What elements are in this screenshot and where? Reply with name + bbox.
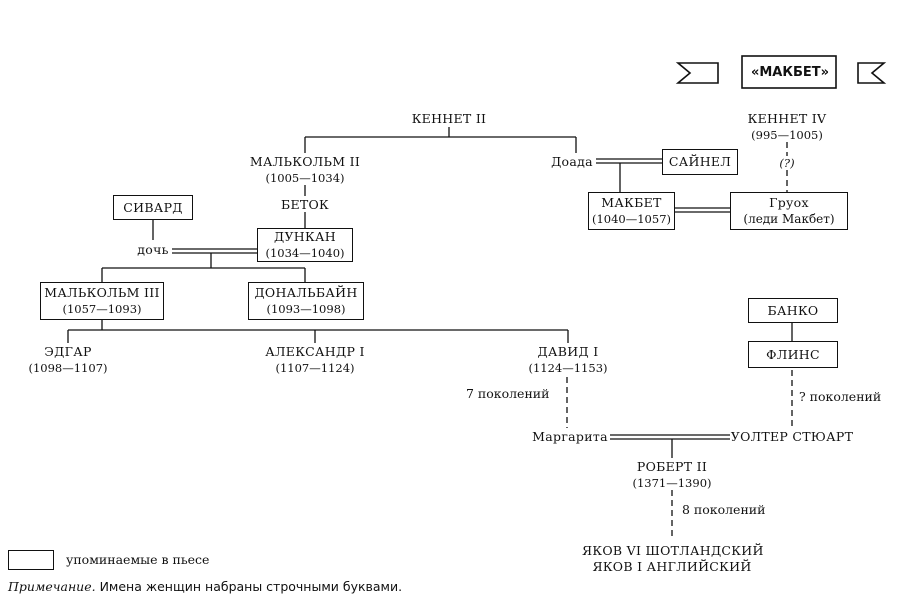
person-years: (1107—1124) <box>275 361 355 375</box>
generations-eight: 8 поколений <box>682 502 766 517</box>
person-years: (995—1005) <box>751 128 823 142</box>
person-title: ЯКОВ I АНГЛИЙСКИЙ <box>592 559 752 574</box>
person-betok: БЕТОК <box>275 197 335 213</box>
person-name: дочь <box>137 242 169 257</box>
person-macbeth: МАКБЕТ (1040—1057) <box>588 192 675 230</box>
person-name: БАНКО <box>767 302 819 318</box>
person-name: МАЛЬКОЛЬМ II <box>249 154 361 169</box>
person-name: КЕННЕТ IV <box>747 111 827 126</box>
person-years: (1371—1390) <box>632 476 712 490</box>
person-donalbain: ДОНАЛЬБАЙН (1093—1098) <box>248 282 364 320</box>
person-years: (1093—1098) <box>266 302 346 316</box>
person-name: ДАВИД I <box>537 344 599 359</box>
person-doada: Доада <box>546 154 598 170</box>
generations-seven: 7 поколений <box>466 386 550 401</box>
person-name: ФЛИНС <box>766 346 820 362</box>
legend-box-sample <box>8 550 54 570</box>
person-years: (1098—1107) <box>28 361 108 375</box>
person-malcolm-iii: МАЛЬКОЛЬМ III (1057—1093) <box>40 282 164 320</box>
person-name: РОБЕРТ II <box>636 459 708 474</box>
person-years: (1057—1093) <box>62 302 142 316</box>
person-gruoch: Груох (леди Макбет) <box>730 192 848 230</box>
person-years: (1034—1040) <box>265 246 345 260</box>
person-kenneth-ii: КЕННЕТ II <box>399 111 499 127</box>
person-years: (леди Макбет) <box>743 212 835 226</box>
person-name: БЕТОК <box>280 197 330 212</box>
person-walter-stewart: УОЛТЕР СТЮАРТ <box>730 429 854 445</box>
person-name: ДОНАЛЬБАЙН <box>254 285 358 300</box>
person-years: (1005—1034) <box>265 171 345 185</box>
person-years: (1040—1057) <box>591 212 671 226</box>
footnote: Примечание. Имена женщин набраны строчны… <box>8 579 402 594</box>
person-name: Доада <box>551 154 593 169</box>
person-doch: дочь <box>133 242 173 258</box>
person-years: (1124—1153) <box>528 361 608 375</box>
person-duncan: ДУНКАН (1034—1040) <box>257 228 353 262</box>
person-name: АЛЕКСАНДР I <box>265 344 365 359</box>
person-name: СИВАРД <box>123 199 183 215</box>
play-title-banner: «МАКБЕТ» <box>746 60 834 84</box>
legend-label: упоминаемые в пьесе <box>66 552 210 567</box>
person-banquo: БАНКО <box>748 298 838 323</box>
person-name: МАЛЬКОЛЬМ III <box>44 285 160 300</box>
uncertain-link-marker: (?) <box>770 155 804 171</box>
person-james-vi-i: ЯКОВ VI ШОТЛАНДСКИЙ ЯКОВ I АНГЛИЙСКИЙ <box>582 543 764 575</box>
person-name: Груох <box>769 195 809 210</box>
person-david-i: ДАВИД I (1124—1153) <box>518 344 618 376</box>
footnote-prefix: Примечание. <box>8 579 96 594</box>
person-name: ЭДГАР <box>44 344 92 359</box>
person-name: МАКБЕТ <box>601 195 662 210</box>
person-name: ДУНКАН <box>274 229 336 244</box>
person-robert-ii: РОБЕРТ II (1371—1390) <box>622 459 722 491</box>
person-name: Маргарита <box>532 429 608 444</box>
person-alexander-i: АЛЕКСАНДР I (1107—1124) <box>255 344 375 376</box>
person-malcolm-ii: МАЛЬКОЛЬМ II (1005—1034) <box>245 154 365 186</box>
person-edgar: ЭДГАР (1098—1107) <box>18 344 118 376</box>
person-name: ЯКОВ VI ШОТЛАНДСКИЙ <box>582 543 764 558</box>
play-title: «МАКБЕТ» <box>750 64 830 80</box>
person-name: САЙНЕЛ <box>668 154 732 169</box>
person-sainel: САЙНЕЛ <box>662 149 738 175</box>
footnote-text: Имена женщин набраны строчными буквами. <box>95 579 403 594</box>
person-sivard: СИВАРД <box>113 195 193 220</box>
person-name: КЕННЕТ II <box>411 111 487 126</box>
person-name: УОЛТЕР СТЮАРТ <box>730 429 854 444</box>
person-margarita: Маргарита <box>530 429 610 445</box>
person-fleance: ФЛИНС <box>748 341 838 368</box>
person-kenneth-iv: КЕННЕТ IV (995—1005) <box>737 111 837 143</box>
generations-unknown: ? поколений <box>799 389 882 404</box>
person-name: (?) <box>779 156 795 170</box>
